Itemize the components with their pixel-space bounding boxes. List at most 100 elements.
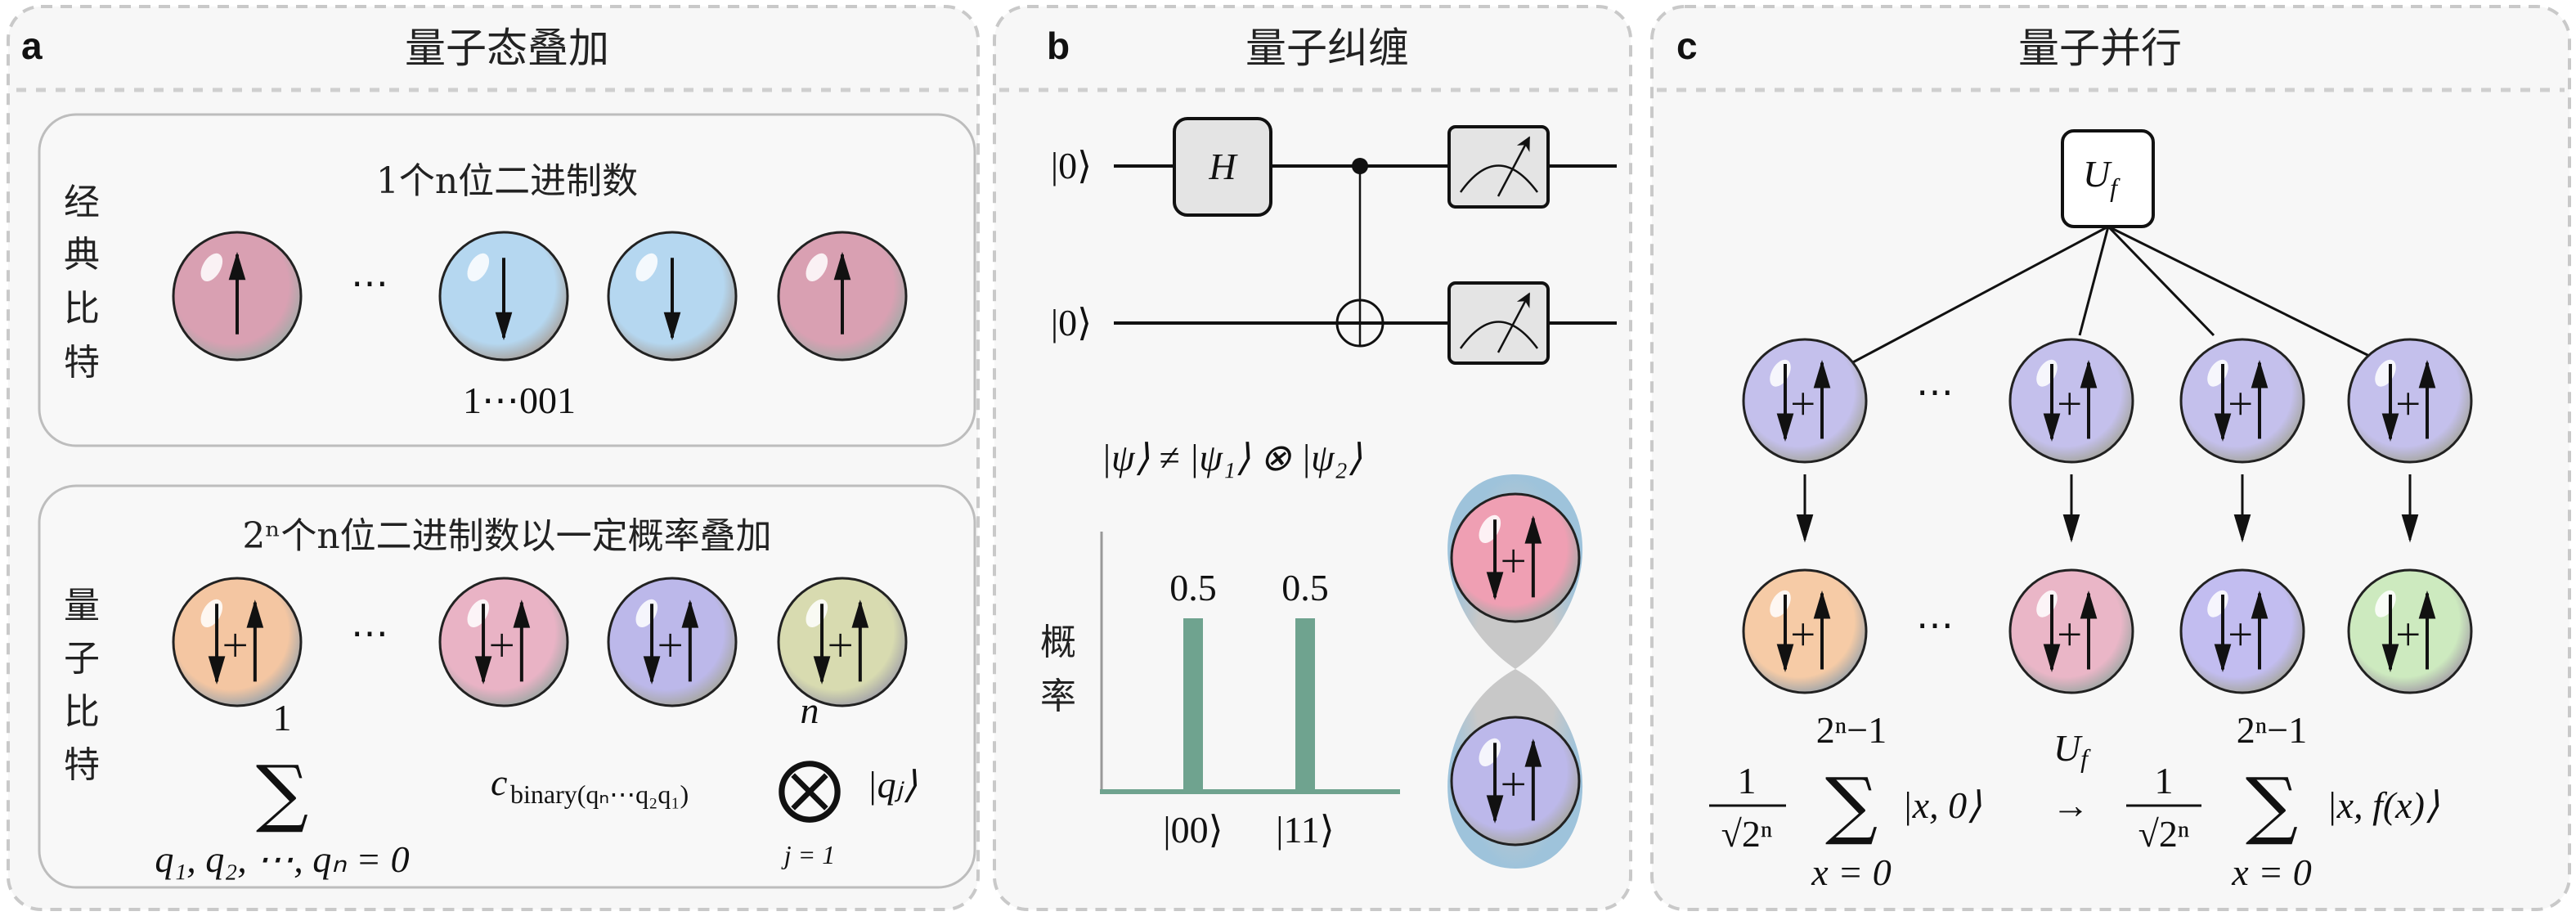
input-ket-1: |0⟩ <box>1051 145 1092 186</box>
connection-line <box>2107 225 2378 361</box>
bar-category-label: |11⟩ <box>1276 809 1334 851</box>
highlight <box>635 253 658 282</box>
tensor-symbol: ⨂ <box>777 752 842 824</box>
bar-0 <box>1183 618 1203 792</box>
superposition-arrows-icon <box>1776 360 1831 442</box>
sum-lower: q₁, q₂, ⋯, qₙ = 0 <box>155 838 409 880</box>
superposition-arrows-icon <box>2043 360 2098 442</box>
superposition-arrows-icon <box>208 599 264 685</box>
down-arrow-icon <box>1796 474 1814 543</box>
bar-value-label: 0.5 <box>1169 567 1217 608</box>
coef-subscript: binary(qₙ⋯q₂q₁) <box>510 779 689 809</box>
panel-b-frame <box>993 5 1632 911</box>
side-char: 特 <box>64 342 100 384</box>
highlight <box>806 253 828 282</box>
panel-a: a 量子态叠加 1个n位二进制数 经 典 比 特 ⋯ 1⋯001 2ⁿ个n位二进… <box>7 5 980 911</box>
input-qubit <box>1742 338 1868 464</box>
sum-upper: 2ⁿ−1 <box>2237 709 2307 751</box>
tensor-upper: n <box>801 689 819 731</box>
superposition-arrows-icon <box>2381 590 2436 672</box>
side-char: 特 <box>64 744 100 786</box>
panel-b: b 量子纠缠 |0⟩ |0⟩ H |ψ⟩ ≠ |ψ₁⟩ ⊗ |ψ₂⟩ <box>993 5 1632 911</box>
classical-bits <box>172 231 908 361</box>
sum-symbol: ∑ <box>1825 762 1878 848</box>
qubit <box>777 577 908 707</box>
up-arrow-icon <box>833 251 851 335</box>
side-char: 比 <box>64 691 100 733</box>
hadamard-gate <box>1173 117 1272 217</box>
down-arrow-icon <box>2233 474 2251 543</box>
control-dot <box>1352 158 1368 174</box>
classical-title: 1个n位二进制数 <box>376 160 638 202</box>
side-char: 经 <box>64 182 100 223</box>
qubit <box>438 577 569 707</box>
classical-bit-down <box>438 231 569 361</box>
output-qubit <box>2347 568 2473 694</box>
down-arrow-icon <box>663 258 681 341</box>
entangled-qubit-1 <box>1450 492 1581 623</box>
map-arrow-label: Uf <box>2053 727 2091 773</box>
hadamard-label: H <box>1208 146 1238 187</box>
down-arrow-icon <box>2401 474 2419 543</box>
frac-denominator: √2ⁿ <box>1721 813 1773 855</box>
quantum-qubits <box>172 577 908 707</box>
superposition-arrows-icon <box>2214 590 2269 672</box>
output-qubit <box>2008 568 2134 694</box>
input-register <box>1742 338 2473 464</box>
sum-lower: x = 0 <box>1811 851 1891 893</box>
evolution-arrows <box>1796 474 2419 543</box>
ellipsis: ⋯ <box>351 613 388 654</box>
quantum-title: 2ⁿ个n位二进制数以一定概率叠加 <box>242 515 771 557</box>
qubit <box>607 577 738 707</box>
meter-arc-icon <box>1459 321 1539 349</box>
down-arrow-icon <box>2062 474 2080 543</box>
superposition-arrows-icon <box>813 599 869 685</box>
superposition-arrows-icon <box>2381 360 2436 442</box>
chart-ylabel-char: 概 <box>1040 622 1076 663</box>
connection-line <box>2107 225 2215 337</box>
highlight <box>200 253 223 282</box>
panel-a-title: 量子态叠加 <box>405 25 609 72</box>
coef-c: c <box>491 761 507 803</box>
output-qubit <box>2179 568 2305 694</box>
panel-b-title: 量子纠缠 <box>1245 25 1409 72</box>
up-arrow-icon <box>228 251 246 335</box>
superposition-arrows-icon <box>1486 739 1542 824</box>
highlight <box>467 253 490 282</box>
ket-qj: |qⱼ⟩ <box>867 764 918 806</box>
input-qubit <box>2008 338 2134 464</box>
probability-chart: 概 率 0.5|00⟩0.5|11⟩ <box>1040 532 1400 851</box>
qubit <box>172 577 303 707</box>
ellipsis: ⋯ <box>351 263 388 304</box>
ket-input: |x, 0⟩ <box>1902 784 1981 826</box>
entangled-pair <box>1447 474 1583 869</box>
side-char: 子 <box>64 638 100 680</box>
sum-lower: x = 0 <box>2231 851 2311 893</box>
side-char: 量 <box>64 585 100 626</box>
bar-category-label: |00⟩ <box>1163 809 1223 851</box>
meter-arc-icon <box>1459 164 1539 193</box>
input-qubit <box>2347 338 2473 464</box>
side-char: 典 <box>64 234 100 276</box>
meter-needle-icon <box>1497 292 1531 353</box>
panel-b-label: b <box>1047 25 1070 67</box>
measurement-meter-1 <box>1447 125 1550 209</box>
superposition-arrows-icon <box>643 599 699 685</box>
superposition-arrows-icon <box>2043 590 2098 672</box>
classical-bit-up <box>777 231 908 361</box>
classical-side-label: 经 典 比 特 <box>64 182 100 384</box>
panel-c-title: 量子并行 <box>2018 25 2182 72</box>
superposition-arrows-icon <box>474 599 531 685</box>
down-arrow-icon <box>495 258 513 341</box>
panel-a-label: a <box>21 25 43 67</box>
frac-numerator: 1 <box>1738 760 1757 802</box>
uf-connections <box>1849 225 2378 366</box>
output-register <box>1742 568 2473 694</box>
measurement-meter-2 <box>1447 281 1550 365</box>
chart-ylabel-char: 率 <box>1040 676 1076 717</box>
quantum-side-label: 量 子 比 特 <box>64 585 100 786</box>
binary-value: 1⋯001 <box>463 379 576 421</box>
meter-needle-icon <box>1497 136 1531 197</box>
classical-bit-up <box>172 231 303 361</box>
classical-bit-down <box>607 231 738 361</box>
